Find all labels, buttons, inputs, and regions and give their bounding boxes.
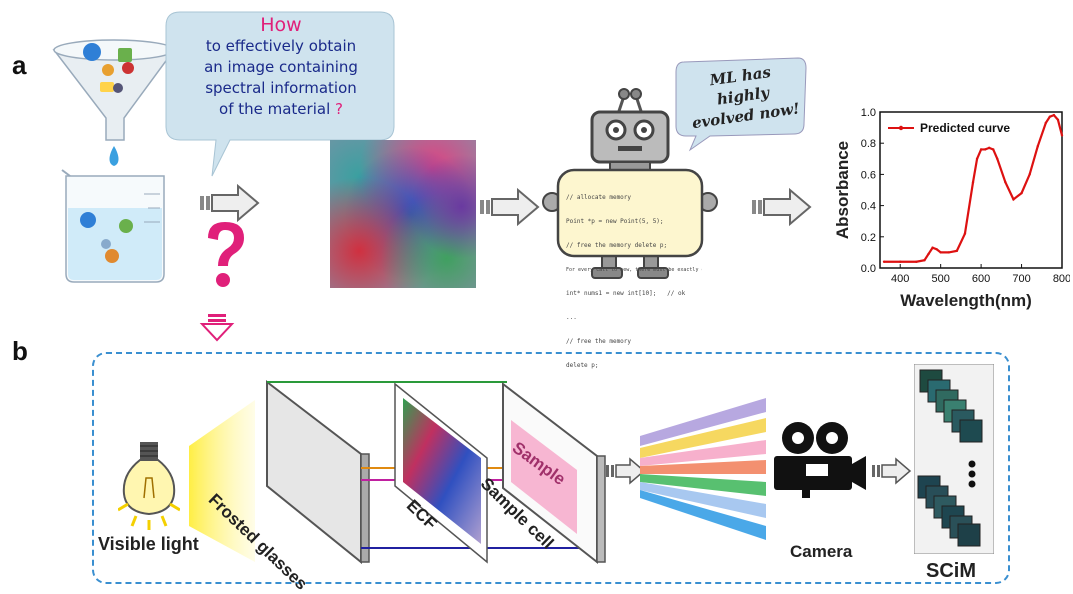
arrow-right-icon	[872, 457, 912, 485]
camera-icon	[774, 422, 866, 498]
code-line: // free the memory	[566, 338, 632, 345]
absorbance-chart: 400 500 600 700 800 0.0 0.2 0.4 0.6 0.8 1.0 Predic…	[833, 107, 1070, 310]
chart-point	[915, 260, 918, 263]
chart-xlabel: Wavelength(nm)	[900, 291, 1032, 310]
arrow-right-icon	[606, 457, 646, 485]
chart-point	[971, 181, 975, 184]
arrow-right-icon	[752, 187, 812, 227]
chart-legend-label: Predicted curve	[920, 121, 1010, 135]
panel-letter-b: b	[12, 336, 28, 366]
chart-point	[1044, 121, 1048, 125]
funnel-beaker-illustration	[52, 39, 176, 283]
chart-ytick-label: 1.0	[861, 107, 876, 119]
down-arrow-icon	[199, 314, 235, 342]
code-line: ...	[566, 314, 577, 321]
chart-point	[1012, 198, 1015, 201]
chart-point	[988, 146, 991, 150]
chart-point	[983, 148, 987, 151]
chart-point	[975, 157, 979, 160]
code-line: For every call to new, there must be exa…	[566, 267, 702, 273]
robot-illustration	[542, 88, 718, 279]
chart-point	[1048, 115, 1052, 118]
chart-legend-marker	[898, 125, 904, 131]
chart-point	[939, 251, 942, 254]
chart-point	[1056, 118, 1060, 121]
code-line: delete p;	[566, 362, 599, 369]
chart-point	[1004, 181, 1007, 184]
bubble-line4: spectral information	[205, 79, 357, 97]
bubble-qmark: ?	[335, 100, 343, 118]
chart-xtick-label: 500	[931, 273, 949, 285]
chart-ytick-label: 0.6	[861, 169, 876, 181]
chart-xtick-label: 800	[1053, 273, 1070, 285]
robot-code-board: // allocate memory Point *p = new Point(…	[566, 178, 702, 378]
visible-light-label: Visible light	[98, 534, 199, 554]
code-line: int* nums1 = new int[10]; // ok	[566, 290, 686, 297]
bubble-line3: an image containing	[204, 58, 358, 76]
chart-point	[996, 157, 999, 160]
chart-point	[882, 260, 886, 263]
spectral-beams	[640, 398, 766, 540]
chart-point	[899, 260, 902, 263]
code-line: // allocate memory	[566, 194, 632, 201]
chart-xtick-label: 400	[891, 273, 909, 285]
question-bubble-shape	[165, 11, 395, 177]
panel-letter-a: a	[12, 50, 27, 80]
light-bulb-icon	[118, 442, 180, 530]
chart-xtick-label: 700	[1012, 273, 1030, 285]
bubble-line2: to effectively obtain	[205, 37, 357, 55]
chart-point	[992, 148, 995, 151]
question-mark-icon	[208, 222, 244, 287]
chart-point	[931, 246, 934, 249]
code-line: // free the memory delete p;	[566, 242, 668, 249]
code-line: Point *p = new Point(5, 5);	[566, 218, 664, 225]
chart-point	[935, 248, 938, 251]
bubble-how: How	[260, 14, 302, 36]
chart-axes-frame	[879, 111, 1063, 269]
question-bubble-text: How to effectively obtain an image conta…	[168, 14, 394, 120]
chart-ytick-label: 0.4	[861, 201, 876, 213]
scim-image-stack	[914, 364, 994, 554]
chart-point	[927, 252, 930, 256]
chart-point	[923, 259, 926, 262]
chart-point	[947, 251, 950, 254]
robot-bubble-shape	[675, 57, 807, 152]
scim-label: SCiM	[926, 560, 976, 582]
camera-label: Camera	[790, 542, 853, 561]
chart-point	[955, 249, 959, 253]
chart-point	[1036, 145, 1039, 148]
chart-point	[1028, 173, 1031, 176]
chart-series-line	[884, 113, 1064, 263]
chart-point	[1060, 134, 1064, 137]
chart-point	[1020, 191, 1023, 195]
spectral-color-image	[330, 140, 476, 288]
arrow-right-icon	[480, 187, 540, 227]
bubble-line5-text: of the material	[219, 100, 331, 118]
optical-setup	[189, 379, 606, 565]
chart-ytick-label: 0.8	[861, 138, 876, 150]
chart-ytick-label: 0.2	[861, 232, 876, 244]
arrow-right-icon	[200, 183, 260, 223]
chart-point	[963, 232, 967, 235]
chart-point	[979, 148, 983, 151]
chart-point	[1052, 113, 1056, 117]
chart-ytick-label: 0.0	[861, 263, 876, 275]
chart-xtick-label: 600	[972, 273, 990, 285]
setup-dashed-frame	[92, 352, 1010, 584]
chart-ylabel: Absorbance	[833, 141, 852, 239]
bubble-line5: of the material ?	[168, 99, 394, 120]
